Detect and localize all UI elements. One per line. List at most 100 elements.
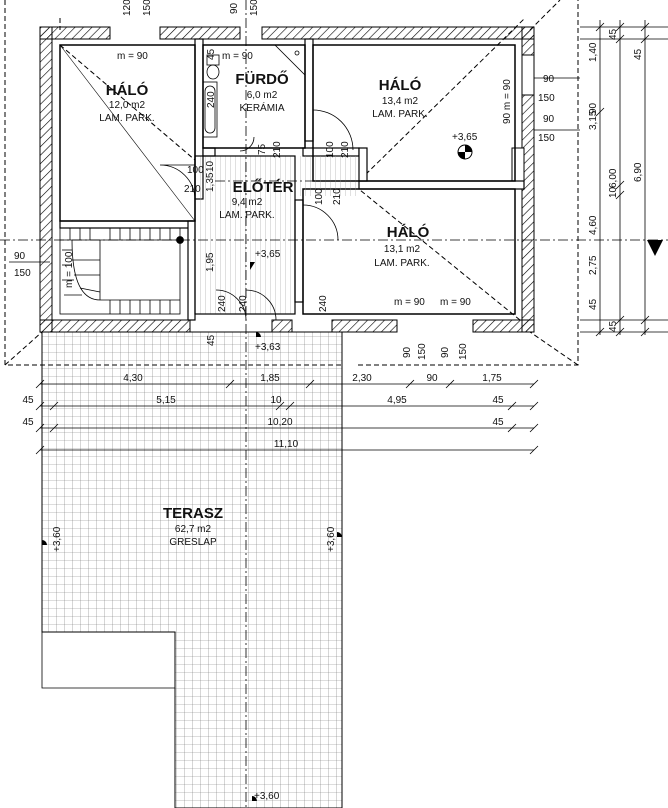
toilet: [206, 54, 220, 80]
dim-row2-10: 10: [270, 395, 282, 406]
note-m90-d: m = 90: [440, 297, 471, 308]
dim-row1-175: 1,75: [482, 373, 502, 384]
dim-top-120: 120: [122, 0, 133, 16]
room-floor-halo2: LAM. PARK.: [372, 109, 427, 120]
bathtub: [202, 81, 218, 138]
dim-vr-45a: 45: [588, 298, 599, 310]
dim-210c: 210: [340, 141, 351, 158]
dim-row3-45b: 45: [492, 417, 504, 428]
dim-row3-45a: 45: [22, 417, 34, 428]
dim-top-150: 150: [142, 0, 153, 16]
dimension-lines-bottom: [35, 379, 539, 455]
note-m90-b: m = 90: [222, 51, 253, 62]
dim-vr-45c: 45: [608, 320, 619, 332]
room-area-eloter: 9,4 m2: [232, 197, 263, 208]
dim-vr-140: 1,40: [588, 42, 599, 62]
dim-vr-690: 6,90: [633, 162, 644, 182]
room-area-halo3: 13,1 m2: [384, 244, 421, 255]
room-name-terasz: TERASZ: [163, 505, 223, 522]
shower: [274, 44, 306, 76]
dim-top-90: 90: [229, 2, 240, 14]
dim-row1-185: 1,85: [260, 373, 280, 384]
room-floor-furdo: KERÁMIA: [239, 101, 284, 114]
note-m100: m = 100: [64, 251, 75, 288]
dimension-labels: 120 150 90 150 45 240 100 210 75 210 100…: [14, 0, 644, 450]
dim-10a: 10: [205, 160, 216, 172]
dim-row1-230: 2,30: [352, 373, 372, 384]
dim-row4-1110: 11,10: [274, 439, 299, 450]
room-name-halo3: HÁLÓ: [387, 223, 430, 241]
dim-vr-275: 2,75: [588, 255, 599, 275]
room-area-furdo: 6,0 m2: [247, 90, 278, 101]
dim-row1-90: 90: [426, 373, 438, 384]
room-area-halo1: 12,0 m2: [109, 100, 146, 111]
dim-240c: 240: [318, 295, 329, 312]
room-labels: HÁLÓ 12,0 m2 LAM. PARK. FÜRDŐ 6,0 m2 KER…: [99, 70, 429, 548]
dim-row2-515: 5,15: [156, 395, 176, 406]
dim-right-m90: 90 m = 90: [502, 79, 513, 124]
door-swings: [159, 109, 354, 321]
dim-210b: 210: [272, 141, 283, 158]
dim-top-150b: 150: [249, 0, 260, 16]
dim-195: 1,95: [205, 252, 216, 272]
staircase: [59, 227, 184, 315]
dim-row2-45a: 45: [22, 395, 34, 406]
room-floor-terasz: GRESLAP: [169, 537, 217, 548]
dim-75: 75: [257, 143, 268, 155]
level-label-365b: +3,65: [255, 249, 281, 260]
dim-row3-1020: 10,20: [267, 417, 292, 428]
dim-row2-45b: 45: [492, 395, 504, 406]
dim-furdo-45: 45: [206, 48, 217, 60]
dim-bot-90b: 90: [440, 346, 451, 358]
dim-240b: 240: [238, 295, 249, 312]
dim-right-90b: 90: [543, 114, 555, 125]
dim-100b: 100: [325, 141, 336, 158]
level-markers: [42, 144, 663, 801]
dim-vr-460: 4,60: [588, 215, 599, 235]
room-name-furdo: FÜRDŐ: [235, 70, 289, 88]
dim-left-150: 150: [14, 268, 31, 279]
dim-vr-90: 90: [588, 102, 599, 114]
walls: [39, 26, 535, 333]
room-area-terasz: 62,7 m2: [175, 524, 212, 535]
notes: m = 90 m = 90 m = 90 m = 90 m = 100: [64, 51, 471, 308]
dim-bot-150b: 150: [458, 343, 469, 360]
dim-row2-495: 4,95: [387, 395, 407, 406]
dim-100c: 100: [314, 188, 325, 205]
room-area-halo2: 13,4 m2: [382, 96, 419, 107]
room-floor-halo3: LAM. PARK.: [374, 258, 429, 269]
dim-vr-600: 6,00: [608, 168, 619, 188]
dim-row1-430: 4,30: [123, 373, 143, 384]
room-floor-halo1: LAM. PARK.: [99, 113, 154, 124]
note-m90-a: m = 90: [117, 51, 148, 62]
dim-210a: 210: [184, 184, 201, 195]
dim-135: 1,35: [205, 172, 216, 192]
level-labels: +3,65 +3,65 +3,63 +3,60 +3,60 +3,60: [52, 132, 478, 802]
level-label-365a: +3,65: [452, 132, 478, 143]
dim-vr-10: 10: [608, 186, 619, 198]
dimension-lines-right: [9, 20, 668, 337]
dim-right-90a: 90: [543, 74, 555, 85]
level-label-360c: +3,60: [254, 791, 280, 802]
dim-45-lower: 45: [206, 334, 217, 346]
dim-100a: 100: [187, 165, 204, 176]
terrace: [41, 331, 343, 808]
dim-bot-150a: 150: [417, 343, 428, 360]
dim-vr-45b: 45: [608, 28, 619, 40]
room-name-eloter: ELŐTÉR: [233, 178, 294, 196]
room-name-halo1: HÁLÓ: [106, 81, 149, 99]
room-floor-eloter: LAM. PARK.: [219, 210, 274, 221]
dim-210d: 210: [332, 188, 343, 205]
dim-furdo-240: 240: [206, 91, 217, 108]
dim-right-150a: 150: [538, 93, 555, 104]
note-m90-c: m = 90: [394, 297, 425, 308]
dim-vr-315: 3,15: [588, 110, 599, 130]
dim-left-90: 90: [14, 251, 26, 262]
level-label-360a: +3,60: [52, 526, 63, 552]
level-label-363: +3,63: [255, 342, 281, 353]
dim-240a: 240: [217, 295, 228, 312]
dim-bot-90a: 90: [402, 346, 413, 358]
dim-vr-45d: 45: [633, 48, 644, 60]
